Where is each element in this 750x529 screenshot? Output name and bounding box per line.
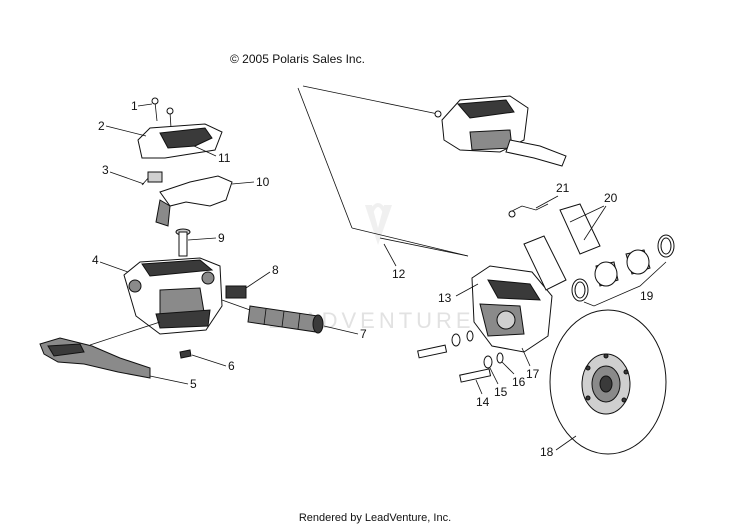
callout-3: 3 (102, 163, 145, 185)
svg-text:17: 17 (526, 367, 540, 381)
svg-text:8: 8 (272, 263, 279, 277)
part-21-pad-spring (508, 203, 549, 218)
svg-text:21: 21 (556, 181, 570, 195)
part-12-cable (297, 85, 469, 257)
callout-4: 4 (92, 253, 129, 273)
svg-text:4: 4 (92, 253, 99, 267)
part-3-clip (141, 171, 163, 186)
callout-9: 9 (187, 231, 225, 245)
svg-text:7: 7 (360, 327, 367, 341)
callout-6: 6 (191, 354, 235, 373)
svg-text:6: 6 (228, 359, 235, 373)
part-10-bracket (155, 175, 233, 227)
part-16-washers (466, 330, 504, 364)
svg-text:20: 20 (604, 191, 618, 205)
callout-12: 12 (383, 243, 406, 281)
svg-text:16: 16 (512, 375, 526, 389)
part-1-screws (151, 97, 174, 129)
callout-20: 20 (569, 191, 618, 241)
callout-11: 11 (193, 145, 231, 165)
svg-text:12: 12 (392, 267, 406, 281)
svg-text:10: 10 (256, 175, 270, 189)
callout-10: 10 (231, 175, 270, 189)
callout-14: 14 (475, 379, 490, 409)
svg-text:11: 11 (218, 151, 231, 165)
part-9-pin (175, 228, 191, 257)
part-8-switch (225, 285, 247, 299)
part-14-bolts (417, 344, 492, 383)
callout-21: 21 (535, 181, 570, 209)
callout-5: 5 (149, 375, 197, 391)
watermark-logo (365, 203, 392, 245)
part-18-brake-disc (549, 309, 667, 455)
part-6-clip (179, 349, 192, 359)
callout-15: 15 (489, 367, 508, 399)
svg-text:13: 13 (438, 291, 452, 305)
svg-text:18: 18 (540, 445, 554, 459)
part-13-caliper (471, 265, 553, 353)
part-7-piston (247, 305, 324, 334)
callout-18: 18 (540, 435, 577, 459)
svg-text:5: 5 (190, 377, 197, 391)
svg-text:3: 3 (102, 163, 109, 177)
svg-text:14: 14 (476, 395, 490, 409)
callout-16: 16 (501, 361, 526, 389)
handlebar-assembly (441, 95, 567, 167)
callout-2: 2 (98, 119, 147, 137)
part-5-lever (39, 337, 151, 379)
svg-text:9: 9 (218, 231, 225, 245)
part-15-washers (451, 333, 493, 369)
svg-text:1: 1 (131, 99, 138, 113)
callout-19: 19 (640, 289, 654, 303)
footer-credit: Rendered by LeadVenture, Inc. (298, 512, 452, 524)
callout-7: 7 (323, 325, 367, 341)
copyright-notice: © 2005 Polaris Sales Inc. (230, 52, 365, 66)
part-19-piston-seals (571, 234, 675, 307)
callout-1: 1 (131, 99, 153, 113)
callout-17: 17 (521, 347, 540, 381)
callout-13: 13 (438, 283, 479, 305)
part-4-master-cylinder (123, 257, 223, 335)
svg-text:19: 19 (640, 289, 654, 303)
svg-text:2: 2 (98, 119, 105, 133)
callout-8: 8 (245, 263, 279, 289)
part-20-brake-pads (523, 203, 601, 291)
svg-text:15: 15 (494, 385, 508, 399)
